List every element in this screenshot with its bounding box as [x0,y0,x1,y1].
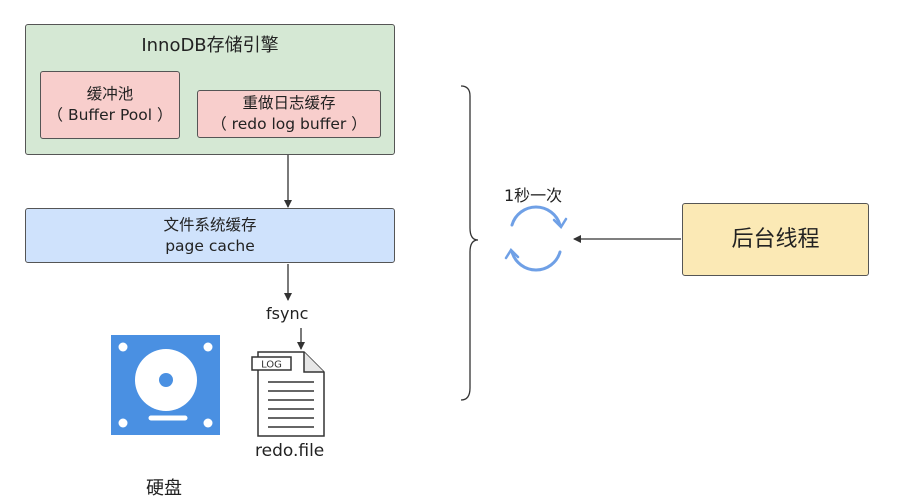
redo-log-buffer-box: 重做日志缓存 （ redo log buffer ） [197,90,381,138]
buffer-pool-sublabel: （ Buffer Pool ） [47,106,173,124]
refresh-cycle-icon [504,205,568,272]
page-cache-box: 文件系统缓存 page cache [25,208,395,263]
right-curly-brace [460,85,479,401]
redo-log-buffer-sublabel: （ redo log buffer ） [211,115,367,133]
buffer-pool-box: 缓冲池 （ Buffer Pool ） [40,71,180,139]
background-thread-box: 后台线程 [682,203,869,276]
interval-label: 1秒一次 [504,186,563,205]
hard-disk-icon [111,335,220,435]
page-cache-sublabel: page cache [165,236,255,255]
engine-title: InnoDB存储引擎 [141,35,279,56]
buffer-pool-label: 缓冲池 [86,85,134,104]
redo-file-label: redo.file [255,441,325,461]
background-thread-label: 后台线程 [731,226,820,252]
log-file-tag: LOG [261,360,282,371]
page-cache-label: 文件系统缓存 [163,215,257,234]
redo-log-buffer-label: 重做日志缓存 [242,94,336,113]
log-file-icon: LOG [251,351,325,437]
disk-label: 硬盘 [146,478,182,499]
fsync-label: fsync [266,304,309,323]
